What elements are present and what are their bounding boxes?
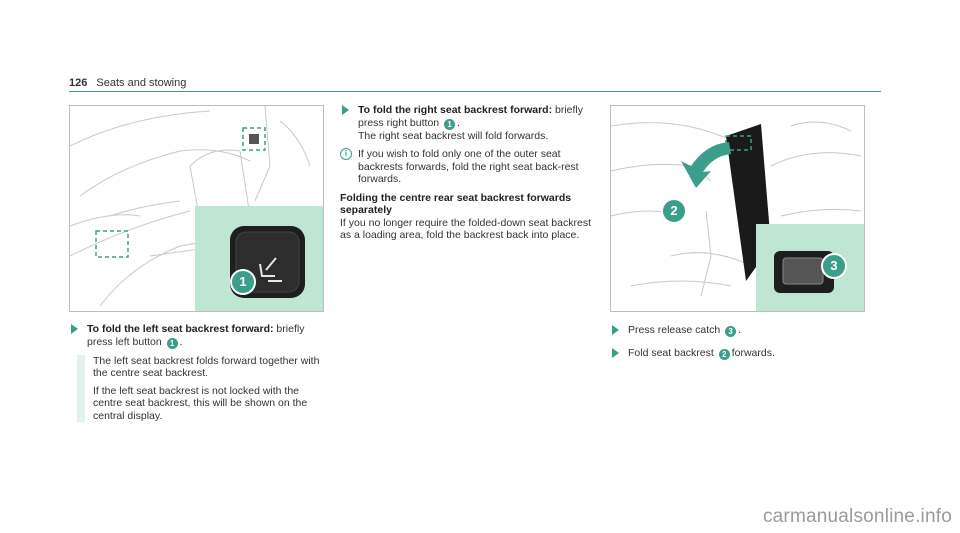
step-text: Fold seat backrest: [628, 347, 717, 359]
step-fold-right: To fold the right seat backrest forward:…: [340, 104, 595, 142]
step-title: To fold the right seat backrest forward:: [358, 104, 553, 116]
step-text-end: .: [457, 116, 460, 129]
figure-right-illustration: [611, 121, 864, 311]
info-icon: i: [340, 148, 352, 160]
watermark: carmanualsonline.info: [762, 506, 952, 527]
step-text-end: .: [738, 324, 742, 336]
middle-column: To fold the right seat backrest forward:…: [340, 104, 595, 242]
step-text: briefly press left button: [87, 323, 305, 348]
result-block: The left seat backrest folds forward tog…: [77, 354, 324, 422]
section-subhead: Folding the centre rear seat backrest fo…: [340, 191, 572, 217]
left-column: To fold the left seat backrest forward: …: [69, 323, 324, 427]
callout-1-badge: 1: [230, 269, 256, 295]
callout-3-badge: 3: [821, 253, 847, 279]
step-arrow-icon: [71, 324, 78, 334]
centre-section: Folding the centre rear seat backrest fo…: [340, 192, 595, 242]
step-fold-left: To fold the left seat backrest forward: …: [69, 323, 324, 349]
callout-2-badge: 2: [661, 198, 687, 224]
page-number: 126: [69, 77, 88, 89]
step-arrow-icon: [342, 105, 349, 115]
result-text: The right seat backrest will fold forwar…: [358, 129, 549, 142]
step-text: briefly press right button: [358, 104, 584, 129]
step-arrow-icon: [612, 325, 619, 335]
info-note: i If you wish to fold only one of the ou…: [340, 148, 595, 186]
backrest-2-badge: 2: [718, 349, 730, 360]
section-paragraph: If you no longer require the folded-down…: [340, 216, 591, 242]
result-text: The left seat backrest folds forward tog…: [93, 354, 320, 380]
step-text-end: .: [179, 335, 183, 348]
button-1-badge: 1: [444, 118, 456, 130]
step-text-end: forwards.: [731, 347, 775, 359]
figure-left-seat-button: 1: [69, 105, 324, 312]
step-title: To fold the left seat backrest forward:: [87, 323, 274, 335]
header-rule: [69, 91, 881, 92]
step-press-catch: Press release catch 3.: [610, 324, 865, 337]
button-1-badge: 1: [166, 337, 178, 349]
figure-rear-seat-fold: 2 3: [610, 105, 865, 312]
catch-3-badge: 3: [725, 326, 737, 337]
step-arrow-icon: [612, 348, 619, 358]
warning-text: If the left seat backrest is not locked …: [93, 384, 308, 422]
section-title: Seats and stowing: [96, 77, 187, 89]
figure-left-illustration: [70, 106, 323, 311]
step-text: Press release catch: [628, 324, 724, 336]
info-text: If you wish to fold only one of the oute…: [358, 148, 579, 185]
right-column: Press release catch 3. Fold seat backres…: [610, 324, 865, 366]
page-header: 126 Seats and stowing: [69, 77, 881, 91]
